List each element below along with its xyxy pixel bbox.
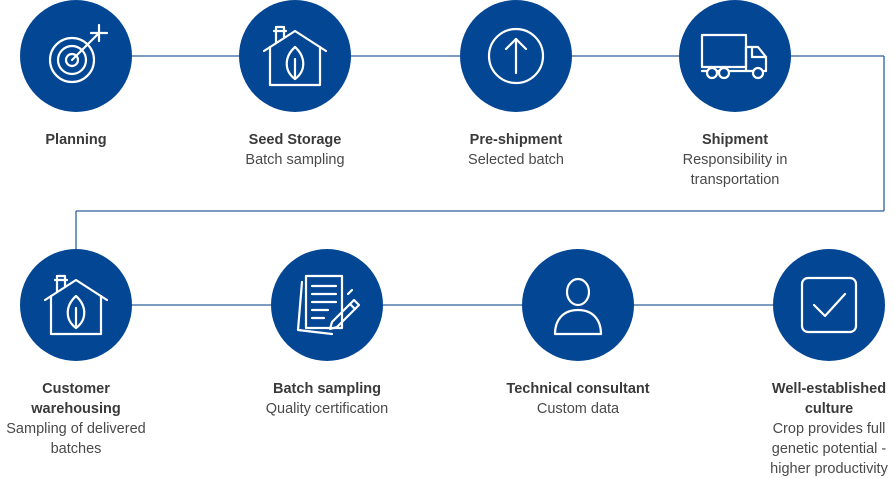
step-circle [522, 249, 634, 361]
step-title: Seed Storage [248, 132, 342, 148]
step-title: Pre-shipment [469, 132, 563, 148]
seed-house-icon [262, 25, 328, 87]
step-description: Batch sampling [245, 152, 345, 168]
step-circle [773, 249, 885, 361]
step-description: Custom data [536, 401, 620, 417]
truck-icon [700, 33, 768, 80]
step-technical-consultant: Technical consultant Custom data [488, 249, 668, 419]
step-title: Well-established culture [771, 381, 887, 417]
step-circle [20, 249, 132, 361]
step-title: Customer warehousing [31, 381, 121, 417]
step-circle [20, 0, 132, 112]
target-icon [48, 23, 109, 84]
step-title: Technical consultant [506, 381, 650, 397]
step-batch-sampling: Batch sampling Quality certification [237, 249, 417, 419]
warehouse-icon [43, 274, 109, 336]
step-circle [271, 249, 383, 361]
step-customer-warehousing: Customer warehousing Sampling of deliver… [0, 249, 166, 459]
step-pre-shipment: Pre-shipment Selected batch [426, 0, 606, 170]
step-circle [239, 0, 351, 112]
step-circle [460, 0, 572, 112]
step-description: Crop provides full genetic potential - h… [770, 421, 888, 477]
checkbox-icon [800, 276, 858, 334]
step-seed-storage: Seed Storage Batch sampling [205, 0, 385, 170]
step-description: Responsibility in transportation [682, 152, 788, 188]
step-description: Selected batch [468, 152, 564, 168]
user-icon [553, 277, 603, 336]
step-description: Quality certification [265, 401, 389, 417]
document-pen-icon [296, 274, 361, 336]
step-title: Planning [45, 132, 107, 148]
step-title: Shipment [701, 132, 769, 148]
step-planning: Planning [0, 0, 166, 150]
arrow-up-icon [487, 27, 545, 85]
step-title: Batch sampling [273, 381, 381, 397]
step-description: Sampling of delivered batches [6, 421, 146, 457]
step-shipment: Shipment Responsibility in transportatio… [645, 0, 825, 190]
step-well-established-culture: Well-established culture Crop provides f… [739, 249, 895, 479]
step-circle [679, 0, 791, 112]
